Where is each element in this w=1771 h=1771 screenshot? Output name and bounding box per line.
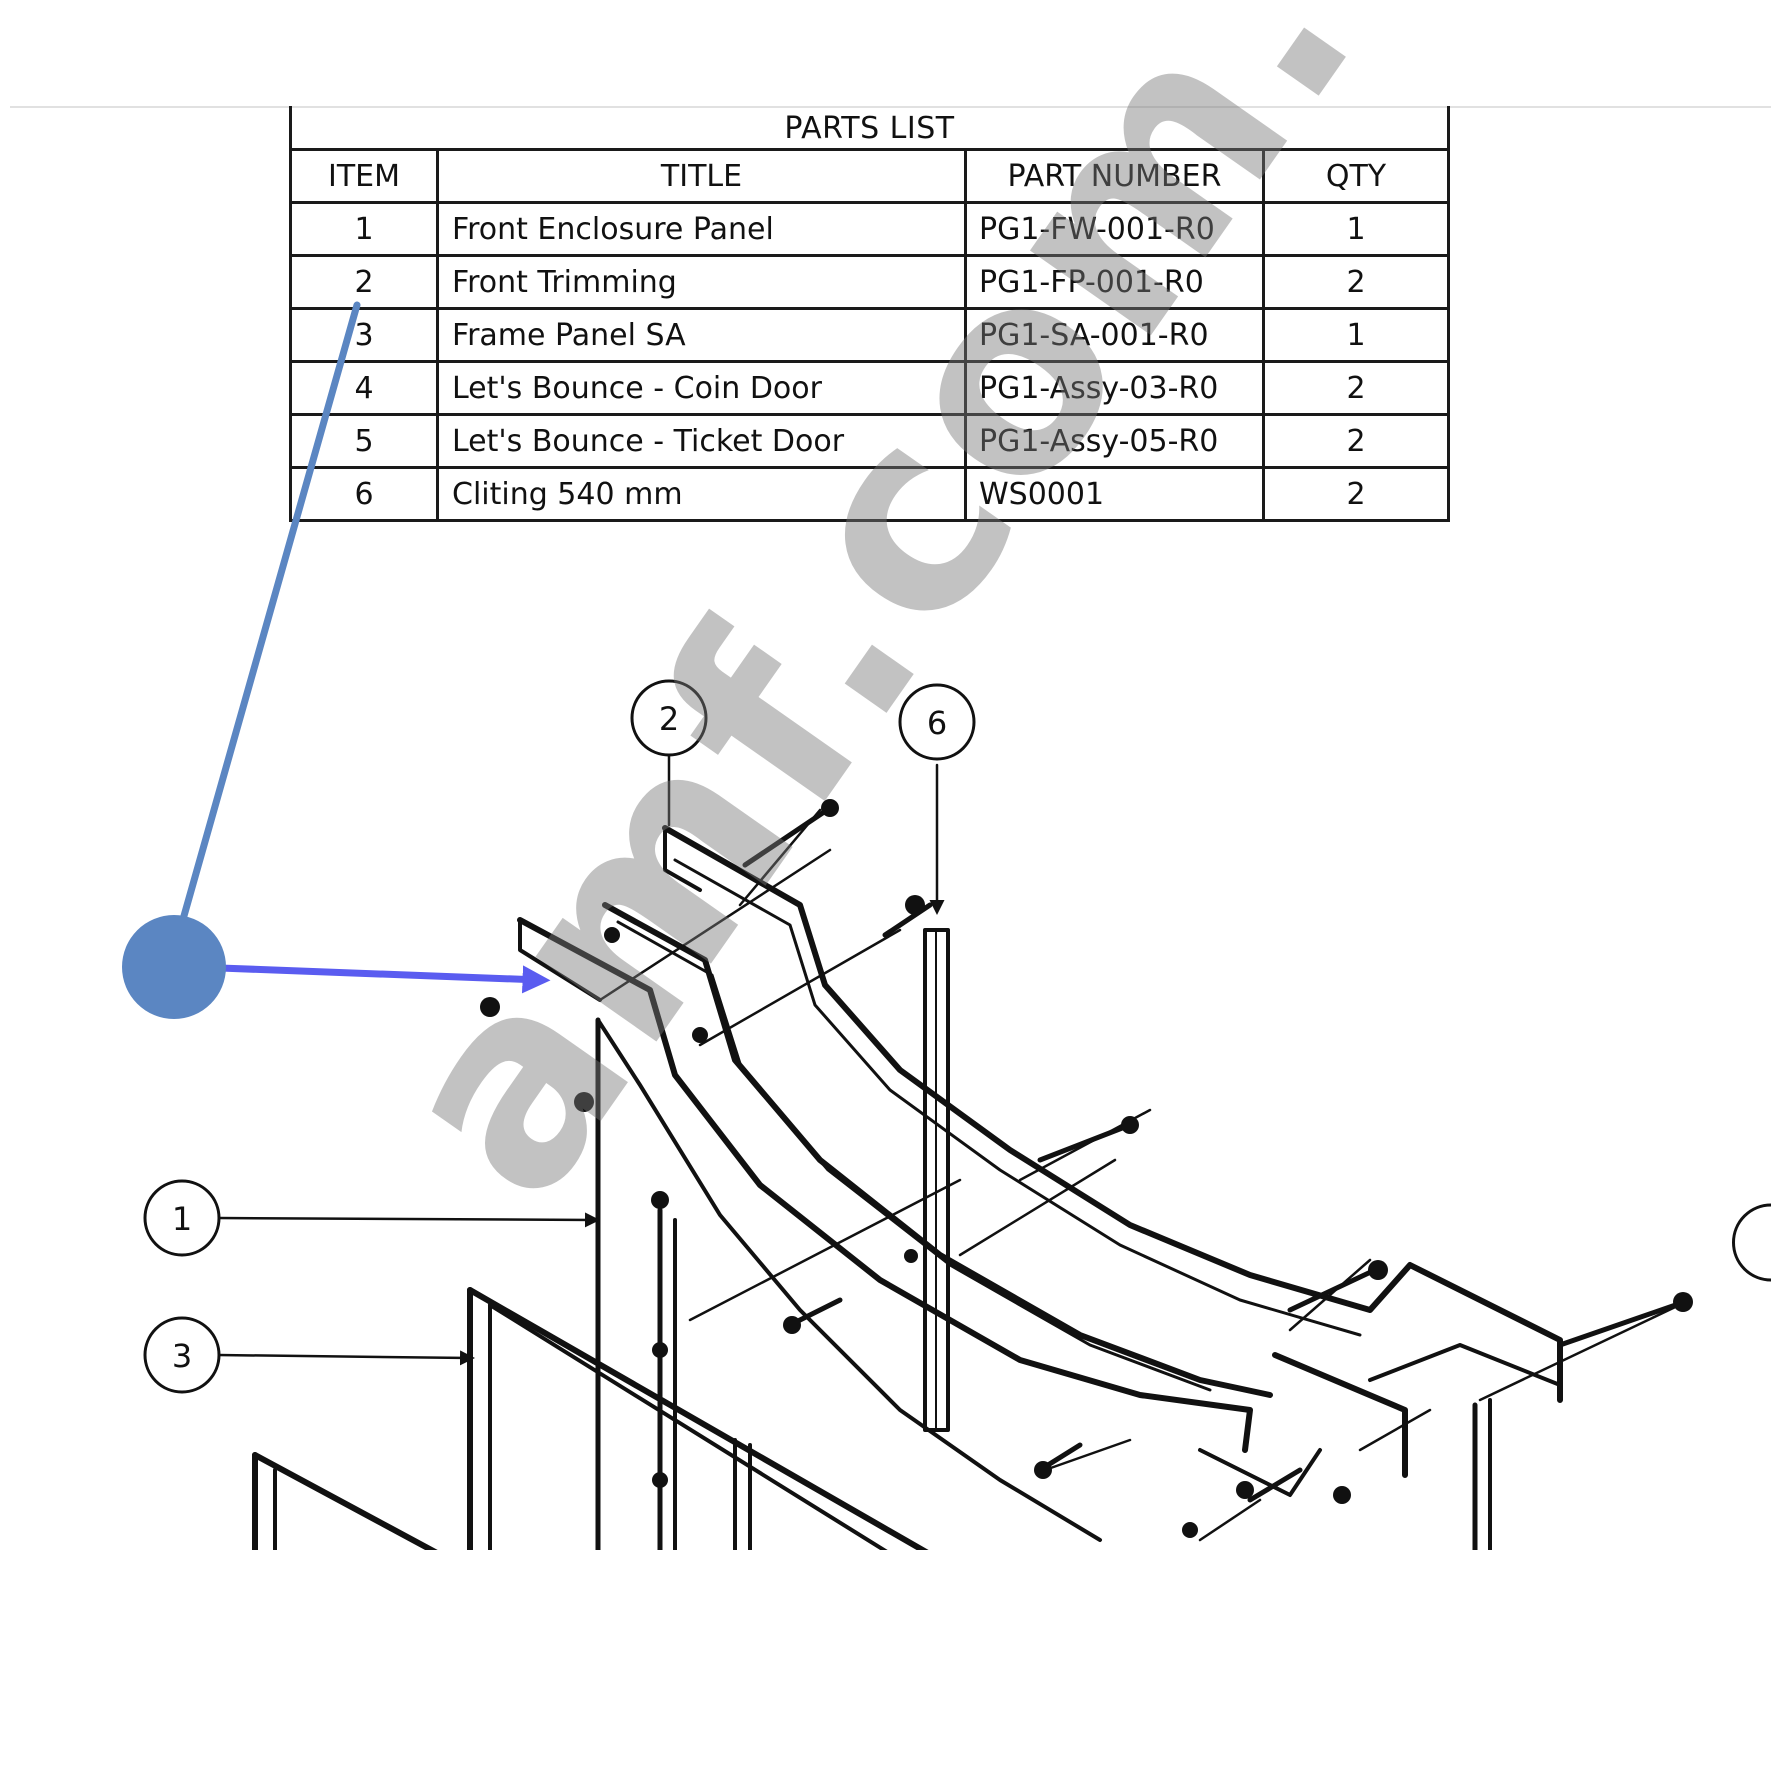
cell-title: Cliting 540 mm: [436, 466, 967, 522]
cell-item: 6: [289, 466, 439, 522]
parts-list-table: PARTS LIST ITEM TITLE PART NUMBER QTY 1 …: [289, 106, 1450, 522]
cell-qty: 1: [1262, 201, 1450, 257]
screws: [742, 805, 1693, 1503]
balloon-partial-right: [1732, 1203, 1771, 1282]
table-row: 6 Cliting 540 mm WS0001 2: [289, 466, 1450, 522]
cliting-post: [923, 928, 950, 1432]
cell-qty: 2: [1262, 360, 1450, 416]
cell-title: Frame Panel SA: [436, 307, 967, 363]
cell-title: Front Enclosure Panel: [436, 201, 967, 257]
annotation-line: [176, 301, 361, 934]
cell-part-number: PG1-FP-001-R0: [964, 254, 1265, 310]
cell-title: Let's Bounce - Ticket Door: [436, 413, 967, 469]
cell-item: 3: [289, 307, 439, 363]
cell-part-number: PG1-Assy-03-R0: [964, 360, 1265, 416]
cell-qty: 2: [1262, 254, 1450, 310]
parts-list-header-row: ITEM TITLE PART NUMBER QTY: [289, 148, 1450, 204]
annotation-arrow: [219, 964, 551, 994]
table-row: 1 Front Enclosure Panel PG1-FW-001-R0 1: [289, 201, 1450, 257]
frame-panel: [252, 1207, 1492, 1550]
cell-part-number: WS0001: [964, 466, 1265, 522]
cell-item: 1: [289, 201, 439, 257]
cell-title: Let's Bounce - Coin Door: [436, 360, 967, 416]
assembly-lines: [598, 808, 1692, 1542]
cell-part-number: PG1-SA-001-R0: [964, 307, 1265, 363]
front-trimming-upper: [662, 825, 1563, 1497]
balloon-3: 3: [143, 1316, 221, 1394]
leader-1: [217, 1212, 600, 1228]
svg-text:2: 2: [659, 700, 679, 738]
cell-qty: 1: [1262, 307, 1450, 363]
cell-item: 5: [289, 413, 439, 469]
front-enclosure-panel: [595, 1017, 1102, 1550]
cell-part-number: PG1-FW-001-R0: [964, 201, 1265, 257]
svg-text:3: 3: [172, 1337, 192, 1375]
table-row: 2 Front Trimming PG1-FP-001-R0 2: [289, 254, 1450, 310]
cell-qty: 2: [1262, 466, 1450, 522]
cell-qty: 2: [1262, 413, 1450, 469]
cell-part-number: PG1-Assy-05-R0: [964, 413, 1265, 469]
leader-3: [217, 1350, 475, 1366]
balloon-6: 6: [898, 683, 976, 761]
cell-title: Front Trimming: [436, 254, 967, 310]
fastener-dots: [480, 799, 1693, 1538]
header-qty: QTY: [1262, 148, 1450, 204]
front-trimming-lower: [517, 902, 1273, 1453]
table-row: 5 Let's Bounce - Ticket Door PG1-Assy-05…: [289, 413, 1450, 469]
svg-text:1: 1: [172, 1200, 192, 1238]
cell-item: 4: [289, 360, 439, 416]
annotation-dot: [122, 915, 226, 1019]
header-part-number: PART NUMBER: [964, 148, 1265, 204]
balloon-1: 1: [143, 1179, 221, 1257]
svg-text:6: 6: [927, 704, 947, 742]
parts-list-caption: PARTS LIST: [289, 106, 1450, 151]
balloon-2: 2: [630, 679, 708, 757]
header-title: TITLE: [436, 148, 967, 204]
table-row: 3 Frame Panel SA PG1-SA-001-R0 1: [289, 307, 1450, 363]
header-item: ITEM: [289, 148, 439, 204]
table-row: 4 Let's Bounce - Coin Door PG1-Assy-03-R…: [289, 360, 1450, 416]
cell-item: 2: [289, 254, 439, 310]
